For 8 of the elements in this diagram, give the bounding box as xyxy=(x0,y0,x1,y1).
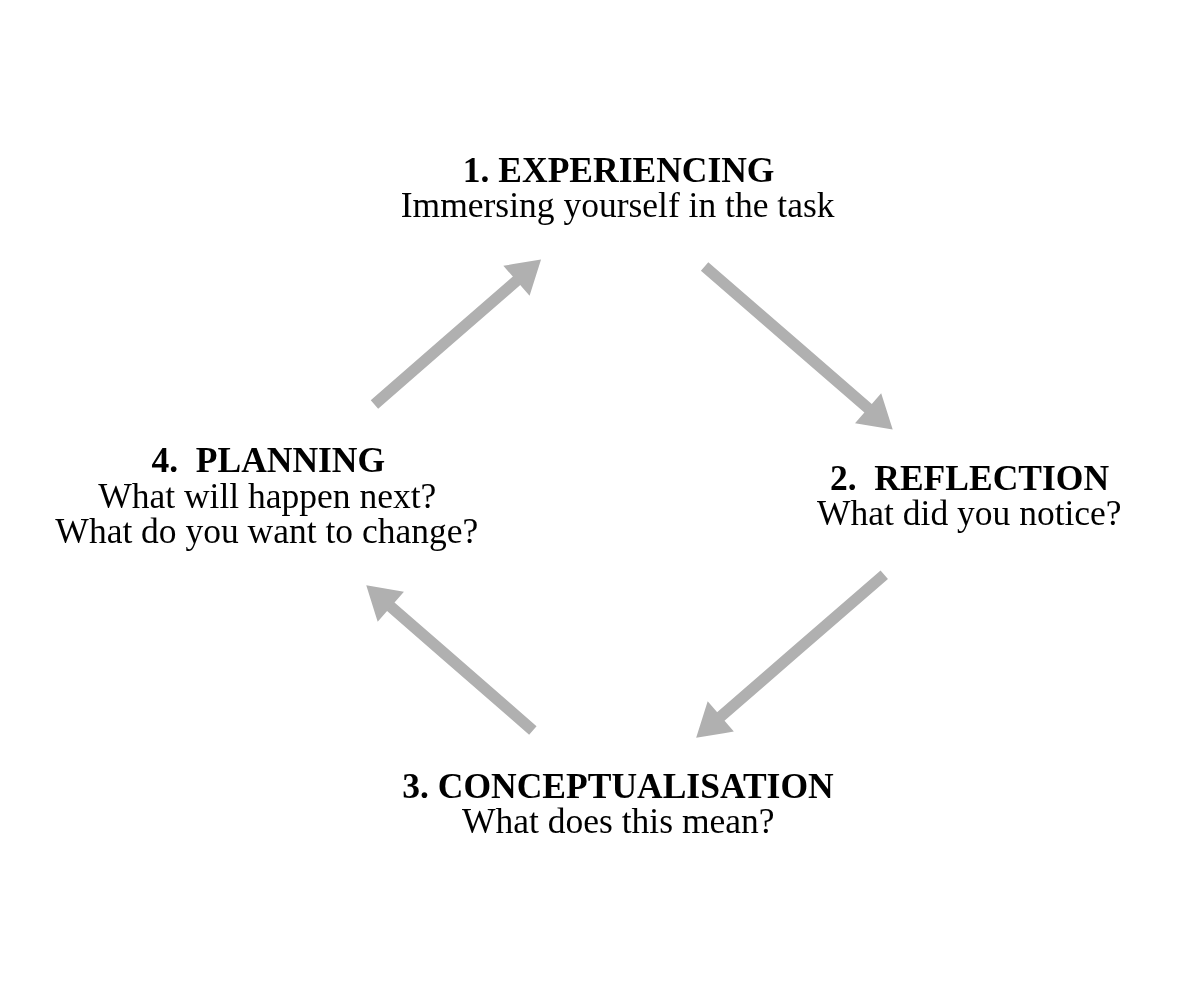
node-text: 2. REFLECTION What did you notice? xyxy=(817,457,1122,534)
arrow xyxy=(696,570,888,738)
node-text: 1. EXPERIENCING Immersing yourself in the task xyxy=(400,149,835,226)
arrow xyxy=(370,259,542,409)
arrow xyxy=(700,262,893,430)
node-text: 4. PLANNING What will happen next? What do you want to change? xyxy=(55,440,479,552)
arrow xyxy=(366,585,537,735)
node-text: 3. CONCEPTUALISATION What does this mean? xyxy=(402,765,834,842)
